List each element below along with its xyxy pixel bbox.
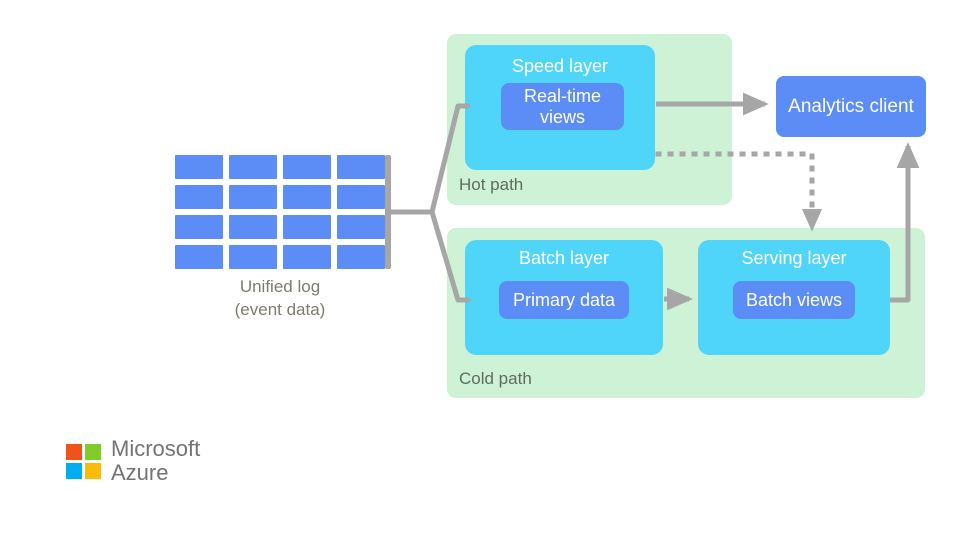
- real-time-views-line2: views: [539, 106, 585, 127]
- microsoft-tile-blue: [66, 462, 82, 479]
- unified-log-grid: [175, 155, 385, 269]
- primary-data-pill[interactable]: Primary data: [499, 281, 629, 319]
- microsoft-tile-red: [66, 443, 82, 460]
- unified-log-spine: [385, 155, 391, 269]
- brand-product: Azure: [111, 460, 169, 486]
- unified-log-caption-line2: (event data): [234, 299, 326, 319]
- log-cell: [229, 185, 277, 209]
- unified-log-caption: Unified log (event data): [175, 276, 385, 322]
- log-cell: [229, 215, 277, 239]
- log-cell: [283, 245, 331, 269]
- real-time-views-line1: Real-time: [523, 86, 602, 107]
- log-cell: [175, 245, 223, 269]
- serving-layer-title: Serving layer: [741, 248, 847, 268]
- log-cell: [283, 215, 331, 239]
- log-cell: [337, 215, 385, 239]
- log-cell: [229, 155, 277, 179]
- batch-layer-box[interactable]: Batch layer Primary data: [465, 240, 663, 355]
- hot-path-label: Hot path: [459, 175, 524, 194]
- cold-path-label: Cold path: [459, 369, 532, 388]
- log-cell: [337, 185, 385, 209]
- log-cell: [337, 245, 385, 269]
- microsoft-tile-green: [85, 443, 101, 460]
- batch-views-pill[interactable]: Batch views: [733, 281, 855, 319]
- log-cell: [283, 185, 331, 209]
- microsoft-azure-logo: Microsoft Azure: [66, 436, 201, 486]
- analytics-client-label: Analytics client: [788, 95, 914, 117]
- analytics-client-box[interactable]: Analytics client: [776, 76, 926, 137]
- brand-company: Microsoft: [111, 436, 201, 461]
- unified-log-caption-line1: Unified log: [239, 277, 321, 296]
- log-cell: [175, 185, 223, 209]
- batch-layer-title: Batch layer: [518, 248, 610, 268]
- microsoft-logo-icon: [66, 443, 101, 479]
- log-cell: [175, 215, 223, 239]
- primary-data-label: Primary data: [512, 289, 616, 310]
- log-cell: [175, 155, 223, 179]
- batch-views-label: Batch views: [745, 289, 843, 310]
- log-cell: [229, 245, 277, 269]
- microsoft-tile-yellow: [85, 462, 101, 479]
- log-cell: [337, 155, 385, 179]
- serving-layer-box[interactable]: Serving layer Batch views: [698, 240, 890, 355]
- azure-wordmark: Microsoft Azure: [111, 436, 201, 486]
- log-cell: [283, 155, 331, 179]
- speed-layer-title: Speed layer: [511, 56, 609, 76]
